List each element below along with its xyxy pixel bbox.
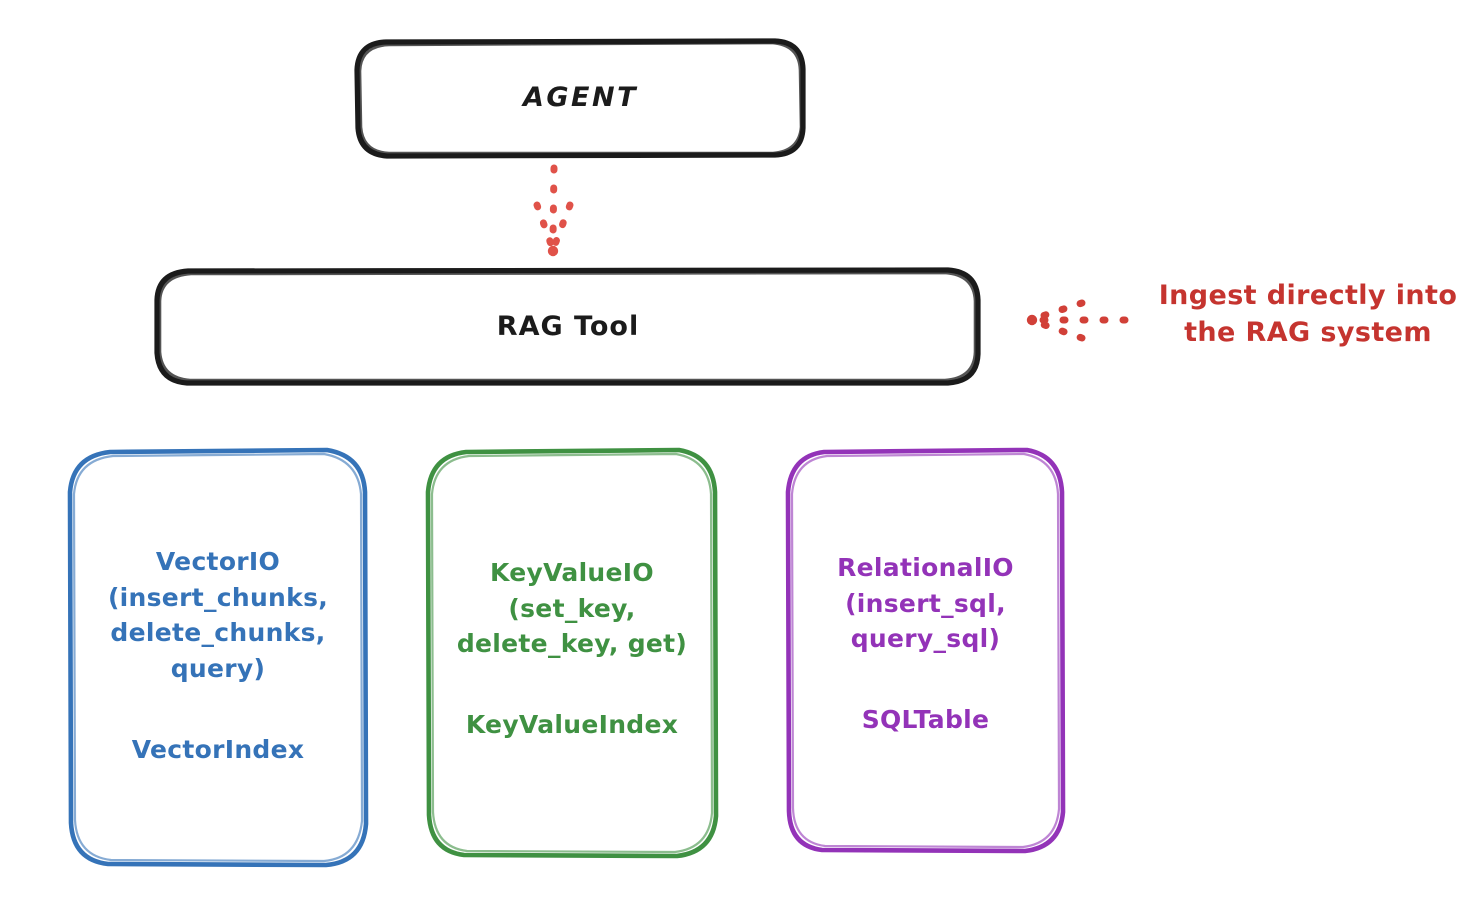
vector-index-label: VectorIndex	[131, 735, 305, 764]
rag-tool-node[interactable]: RAG Tool	[157, 270, 979, 384]
vector-io-node[interactable]: VectorIO (insert_chunks, delete_chunks, …	[70, 450, 366, 866]
agent-node[interactable]: AGENT	[357, 40, 804, 156]
key-value-io-node[interactable]: KeyValueIO (set_key, delete_key, get) Ke…	[428, 450, 716, 856]
rag-tool-label: RAG Tool	[496, 311, 640, 343]
relational-io-node[interactable]: RelationalIO (insert_sql, query_sql) SQL…	[788, 450, 1063, 851]
connector-ingest-to-rag-tool	[1026, 299, 1129, 342]
ingest-annotation-label: Ingest directly into the RAG system	[1158, 280, 1458, 349]
sql-table-label: SQLTable	[861, 705, 990, 734]
relational-io-box-outline	[785, 447, 1066, 854]
rag-tool-box-outline	[154, 267, 981, 386]
connector-agent-to-rag-tool	[533, 164, 574, 257]
relational-io-label: RelationalIO (insert_sql, query_sql)	[837, 553, 1014, 653]
vector-io-label: VectorIO (insert_chunks, delete_chunks, …	[107, 547, 329, 683]
vector-io-box-outline	[67, 447, 369, 868]
key-value-io-box-outline	[425, 447, 719, 859]
agent-box-outline	[354, 38, 806, 159]
key-value-index-label: KeyValueIndex	[465, 710, 679, 739]
key-value-io-label: KeyValueIO (set_key, delete_key, get)	[456, 558, 688, 658]
agent-label: AGENT	[522, 82, 638, 114]
